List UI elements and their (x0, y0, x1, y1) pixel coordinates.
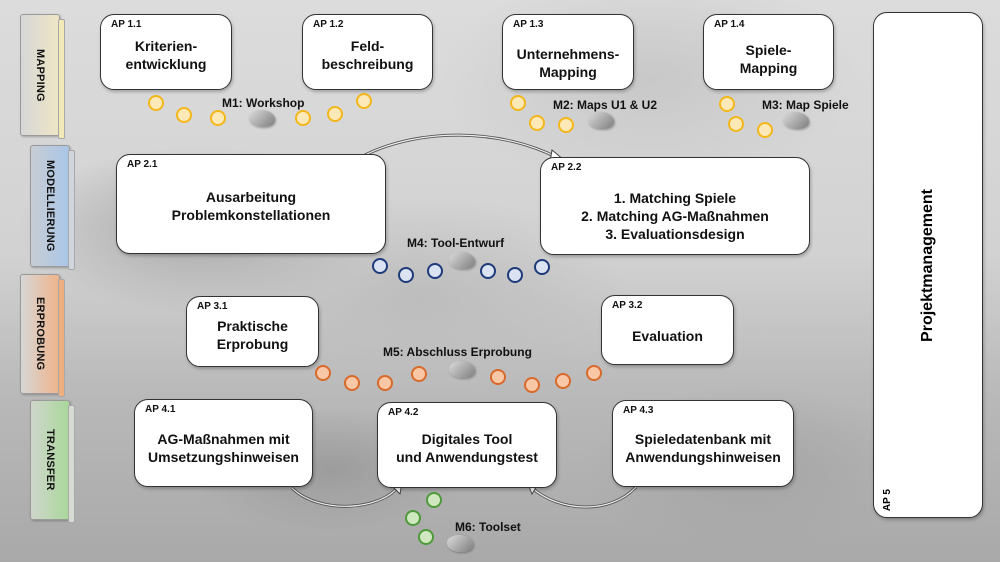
milestone-dot (510, 95, 526, 111)
phase-tab-modellierung: MODELLIERUNG (30, 145, 75, 270)
milestone-dot (315, 365, 331, 381)
phase-label: ERPROBUNG (34, 297, 46, 371)
ap-title: Spiele- Mapping (739, 42, 798, 76)
milestone-dot (558, 117, 574, 133)
milestone-stone-icon (783, 112, 809, 129)
work-package-ap-1-3: AP 1.3 Unternehmens- Mapping (502, 14, 634, 90)
ap-title: Ausarbeitung Problemkonstellationen (171, 189, 331, 223)
ap-title: Feld- beschreibung (321, 38, 414, 72)
milestone-dot (295, 110, 311, 126)
ap-number: AP 4.2 (388, 407, 419, 418)
ap-number: AP 3.1 (197, 301, 228, 312)
milestone-m5-label: M5: Abschluss Erprobung (383, 345, 532, 359)
ap-number: AP 1.1 (111, 19, 142, 30)
work-package-ap-2-2: AP 2.2 1. Matching Spiele 2. Matching AG… (540, 157, 810, 255)
work-package-ap-1-2: AP 1.2 Feld- beschreibung (302, 14, 433, 90)
milestone-dot (398, 267, 414, 283)
phase-label: MAPPING (34, 48, 46, 102)
arrow-ap41-to-ap42 (290, 486, 400, 508)
milestone-dot (210, 110, 226, 126)
milestone-dot (728, 116, 744, 132)
phase-tab-erprobung: ERPROBUNG (20, 274, 65, 397)
work-package-ap-2-1: AP 2.1 Ausarbeitung Problemkonstellation… (116, 154, 386, 254)
milestone-m1-label: M1: Workshop (222, 96, 305, 110)
milestone-dot (176, 107, 192, 123)
milestone-dot (377, 375, 393, 391)
phase-tab-edge (68, 405, 75, 523)
milestone-dot (757, 122, 773, 138)
milestone-dot (719, 96, 735, 112)
work-package-ap-3-2: AP 3.2 Evaluation (601, 295, 734, 365)
milestone-m4-label: M4: Tool-Entwurf (407, 236, 505, 250)
ap-number: AP 4.3 (623, 405, 654, 416)
work-package-ap-1-4: AP 1.4 Spiele- Mapping (703, 14, 834, 90)
phase-tab-mapping: MAPPING (20, 14, 65, 139)
milestone-dot (427, 263, 443, 279)
ap-number: AP 4.1 (145, 404, 176, 415)
ap-number: AP 2.2 (551, 162, 582, 173)
ap-title-wrap: Projektmanagement (874, 13, 982, 517)
milestone-m6-label: M6: Toolset (455, 520, 521, 534)
phase-tab-edge (58, 279, 65, 397)
ap-title: AG-Maßnahmen mit Umsetzungshinweisen (148, 431, 299, 465)
ap-title: Unternehmens- Mapping (516, 46, 620, 80)
ap-title: Projektmanagement (919, 188, 936, 342)
milestone-dot (356, 93, 372, 109)
phase-label: TRANSFER (44, 429, 56, 491)
milestone-dot (411, 366, 427, 382)
work-package-ap-1-1: AP 1.1 Kriterien- entwicklung (100, 14, 232, 90)
milestone-dot (405, 510, 421, 526)
ap-number: AP 2.1 (127, 159, 158, 170)
milestone-stone-icon (449, 361, 475, 378)
milestone-dot (555, 373, 571, 389)
milestone-dot (534, 259, 550, 275)
milestone-stone-icon (447, 535, 473, 552)
phase-tab-edge (58, 19, 65, 139)
milestone-dot (480, 263, 496, 279)
ap-number: AP 3.2 (612, 300, 643, 311)
ap-title: Kriterien- entwicklung (125, 38, 207, 72)
ap-number: AP 1.2 (313, 19, 344, 30)
work-package-ap-3-1: AP 3.1 Praktische Erprobung (186, 296, 319, 367)
milestone-dot (586, 365, 602, 381)
milestone-dot (524, 377, 540, 393)
phase-tab-transfer: TRANSFER (30, 400, 75, 523)
milestone-dot (507, 267, 523, 283)
milestone-dot (529, 115, 545, 131)
milestone-stone-icon (249, 110, 275, 127)
ap-title: Praktische Erprobung (216, 318, 289, 352)
phase-label: MODELLIERUNG (44, 160, 56, 252)
work-package-ap-5: Projektmanagement AP 5 (873, 12, 983, 518)
arrow-ap21-to-ap22 (364, 133, 559, 160)
milestone-dot (327, 106, 343, 122)
milestone-m2-label: M2: Maps U1 & U2 (553, 98, 658, 112)
ap-title: 1. Matching Spiele 2. Matching AG-Maßnah… (581, 190, 769, 242)
ap-title: Evaluation (632, 328, 703, 344)
work-package-ap-4-2: AP 4.2 Digitales Tool und Anwendungstest (377, 402, 557, 488)
milestone-stone-icon (449, 252, 475, 269)
work-package-ap-4-1: AP 4.1 AG-Maßnahmen mit Umsetzungshinwei… (134, 399, 313, 487)
milestone-dot (372, 258, 388, 274)
milestone-dot (344, 375, 360, 391)
arrow-ap43-to-ap42 (531, 485, 638, 509)
milestone-stone-icon (588, 112, 614, 129)
milestone-dot (418, 529, 434, 545)
ap-title: Spieledatenbank mit Anwendungshinweisen (625, 431, 781, 465)
work-package-ap-4-3: AP 4.3 Spieledatenbank mit Anwendungshin… (612, 400, 794, 487)
milestone-dot (490, 369, 506, 385)
milestone-dot (426, 492, 442, 508)
milestone-m3-label: M3: Map Spiele (762, 98, 849, 112)
ap-number: AP 1.4 (714, 19, 745, 30)
ap-title: Digitales Tool und Anwendungstest (396, 431, 538, 465)
ap-number: AP 5 (882, 488, 893, 511)
phase-tab-edge (68, 150, 75, 270)
ap-number: AP 1.3 (513, 19, 544, 30)
milestone-dot (148, 95, 164, 111)
